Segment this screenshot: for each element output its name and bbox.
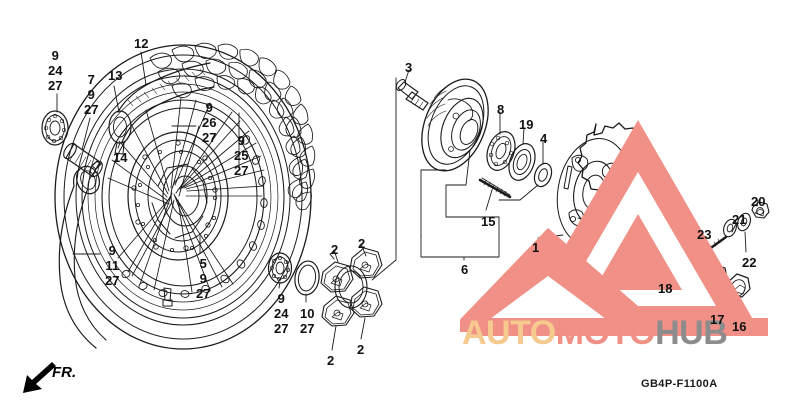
callout-number: 9 xyxy=(205,100,213,115)
callout-number: 2 xyxy=(358,236,366,251)
callout-number: 11 xyxy=(105,258,120,273)
callout-c-16: 16 xyxy=(732,319,746,334)
callout-c-17: 17 xyxy=(710,312,724,327)
callout-number: 9 xyxy=(277,291,285,306)
spacer-collar xyxy=(63,142,103,178)
callout-c-20: 20 xyxy=(751,194,765,209)
callout-number: 14 xyxy=(113,150,128,165)
callout-number: 9 xyxy=(51,48,59,63)
callout-c-13: 13 xyxy=(108,68,122,83)
callout-number: 12 xyxy=(134,36,149,51)
callout-number: 9 xyxy=(199,271,207,286)
callout-number: 15 xyxy=(481,214,496,229)
callout-number: 1 xyxy=(532,240,540,255)
callout-c-15: 15 xyxy=(481,214,495,229)
chain-adjuster-item23 xyxy=(688,235,728,274)
rubber-damper-set xyxy=(320,247,383,327)
callout-number: 23 xyxy=(697,227,712,242)
nut-item17 xyxy=(705,264,728,287)
callout-number: 19 xyxy=(519,117,534,132)
valve-stem xyxy=(162,287,173,307)
callout-c-4: 4 xyxy=(540,131,547,146)
nut-item16 xyxy=(726,273,751,298)
callout-c-8: 8 xyxy=(497,102,504,117)
bearing-left xyxy=(41,110,69,146)
wheel-rim xyxy=(101,99,268,298)
tire-tread xyxy=(149,42,316,211)
diagram-code-label: GB4P-F1100A xyxy=(641,378,718,390)
callout-c-22: 22 xyxy=(742,255,756,270)
callout-number: 27 xyxy=(84,102,99,117)
callout-number: 27 xyxy=(202,130,217,145)
callout-number: 10 xyxy=(300,306,315,321)
callout-c-14: 14 xyxy=(113,150,127,165)
driven-sprocket xyxy=(556,122,651,247)
callout-number: 7 xyxy=(87,72,95,87)
callout-number: 24 xyxy=(274,306,289,321)
callout-number: 27 xyxy=(105,273,120,288)
callout-number: 9 xyxy=(108,243,116,258)
callout-number: 2 xyxy=(327,353,335,368)
callout-number: 18 xyxy=(658,281,673,296)
oil-seal xyxy=(294,260,320,296)
callout-number: 17 xyxy=(710,312,725,327)
callout-number: 13 xyxy=(108,68,123,83)
callout-c-2-top-left: 2 xyxy=(331,242,338,257)
callout-number: 24 xyxy=(48,63,63,78)
callout-number: 5 xyxy=(199,256,207,271)
callout-number: 8 xyxy=(497,102,505,117)
callout-c-19: 19 xyxy=(519,117,533,132)
callout-number: 25 xyxy=(234,148,249,163)
fr-direction-label: FR. xyxy=(52,364,77,381)
collar-item4 xyxy=(533,162,553,188)
callout-number: 27 xyxy=(196,286,211,301)
callout-c-12: 12 xyxy=(134,36,148,51)
callout-c-6: 6 xyxy=(461,262,468,277)
driven-flange-hub xyxy=(421,78,489,172)
callout-number: 3 xyxy=(405,60,413,75)
stud-item15 xyxy=(478,177,512,199)
callout-number: 2 xyxy=(331,242,339,257)
callout-number: 16 xyxy=(732,319,747,334)
callout-number: 6 xyxy=(461,262,469,277)
callout-number: 2 xyxy=(357,342,365,357)
callout-c-23: 23 xyxy=(697,227,711,242)
bearing-item8 xyxy=(486,131,516,171)
callout-number: 9 xyxy=(237,133,245,148)
callout-number: 27 xyxy=(234,163,249,178)
callout-number: 21 xyxy=(732,212,747,227)
callout-number: 4 xyxy=(540,131,548,146)
wheel-hub-assembly xyxy=(127,131,229,261)
fr-direction-arrow-icon xyxy=(23,362,56,393)
callout-number: 27 xyxy=(274,321,289,336)
rim-band-item12 xyxy=(108,62,215,155)
callout-c-21: 21 xyxy=(732,212,746,227)
callout-number: 9 xyxy=(87,87,95,102)
callout-number: 27 xyxy=(300,321,315,336)
callout-c-2-bottom-right: 2 xyxy=(357,342,364,357)
inner-tube xyxy=(58,160,107,349)
axle-bolt-item3 xyxy=(395,79,429,111)
callout-c-3: 3 xyxy=(405,60,412,75)
callout-number: 27 xyxy=(48,78,63,93)
tire-bead xyxy=(87,83,279,311)
callout-number: 26 xyxy=(202,115,217,130)
callout-c-18: 18 xyxy=(658,281,672,296)
callout-c-1: 1 xyxy=(532,240,539,255)
callout-c-2-bottom-left: 2 xyxy=(327,353,334,368)
callout-c-2-top-right: 2 xyxy=(358,236,365,251)
callout-number: 20 xyxy=(751,194,766,209)
callout-number: 22 xyxy=(742,255,757,270)
